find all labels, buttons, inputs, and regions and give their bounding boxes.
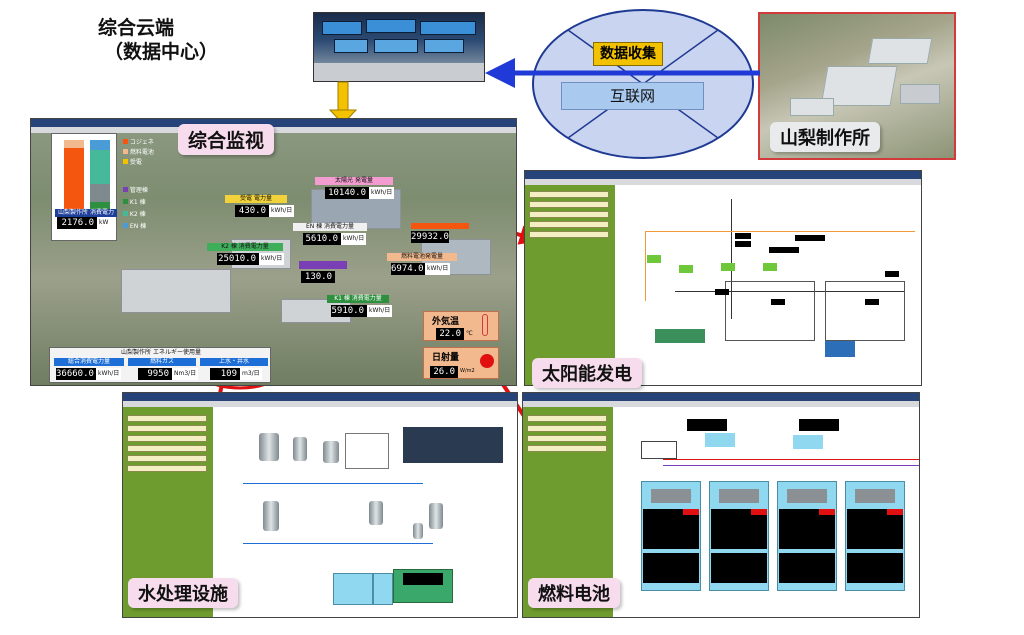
- k2-unit: kWh/日: [259, 253, 285, 265]
- energy-water-value: 109: [210, 368, 240, 380]
- en-label: EN 棟 消費電力量: [293, 223, 367, 231]
- outside-temp-label: 外気温: [432, 317, 460, 327]
- outside-temp-value: 22.0: [436, 328, 464, 340]
- k1-label: K1 棟 消費電力量: [327, 295, 389, 303]
- integrated-monitoring-label: 综合监视: [178, 124, 275, 155]
- outside-temp-panel: 外気温 22.0 ℃: [423, 311, 499, 341]
- integrated-monitor-screen: コジェネ 燃料電池 受電 管理棟 K1 棟 K2 棟 EN 棟 山梨製作所 消費…: [30, 118, 517, 386]
- legend-item: 受電: [129, 159, 142, 166]
- energy-power-unit: kWh/日: [96, 368, 122, 380]
- solar-screen: [524, 170, 922, 386]
- energy-gas-unit: Nm3/日: [172, 368, 199, 380]
- water-label-tag: 水处理设施: [128, 578, 238, 608]
- energy-water-label: 上水・井水: [200, 358, 268, 366]
- received-label: 受電 電力量: [225, 195, 287, 203]
- fuel-value: 6974.0: [391, 263, 425, 275]
- fuel-label: 燃料電池発電量: [387, 253, 457, 261]
- fuel-unit: kWh/日: [425, 263, 451, 275]
- legend-item: 燃料電池: [129, 149, 154, 156]
- chart-legend: コジェネ 燃料電池 受電 管理棟 K1 棟 K2 棟 EN 棟: [123, 139, 183, 239]
- energy-title: 山梨製作所 エネルギー使用量: [121, 349, 201, 356]
- solar-label-tag: 太阳能发电: [532, 358, 642, 388]
- cogen-value: 29932.0: [411, 231, 449, 243]
- internet-label: 互联网: [561, 82, 704, 110]
- solar-label: 太陽光 発電量: [315, 177, 393, 185]
- energy-gas-label: 燃料ガス: [128, 358, 196, 366]
- yellow-arrow: [328, 81, 358, 125]
- energy-usage-panel: 山梨製作所 エネルギー使用量 総合消費電力量 36660.0 kWh/日 燃料ガ…: [49, 347, 271, 383]
- irradiance-panel: 日射量 26.0 W/m2: [423, 347, 499, 379]
- received-value: 430.0: [235, 205, 269, 217]
- total-value: 2176.0: [57, 217, 97, 229]
- cloud-title: 综合云端 （数据中心）: [98, 16, 218, 64]
- solar-unit: kWh/日: [369, 187, 395, 199]
- legend-item: K2 棟: [129, 211, 146, 218]
- k1-unit: kWh/日: [367, 305, 393, 317]
- sun-icon: [480, 354, 494, 368]
- energy-power-value: 36660.0: [56, 368, 96, 380]
- k2-value: 25010.0: [217, 253, 259, 265]
- en-unit: kWh/日: [341, 233, 367, 245]
- fuel-cell-label-tag: 燃料电池: [528, 578, 620, 608]
- total-label: 山梨製作所 消費電力: [55, 209, 117, 217]
- legend-item: K1 棟: [129, 199, 146, 206]
- irradiance-unit: W/m2: [460, 368, 475, 374]
- cloud-title-line1: 综合云端: [98, 17, 175, 39]
- legend-item: コジェネ: [129, 139, 154, 146]
- solar-value: 10140.0: [325, 187, 369, 199]
- received-unit: kWh/日: [269, 205, 295, 217]
- outside-temp-unit: ℃: [466, 330, 473, 337]
- energy-power-label: 総合消費電力量: [54, 358, 124, 366]
- irradiance-label: 日射量: [432, 353, 460, 363]
- total-unit: kW: [97, 217, 111, 229]
- thermometer-icon: [482, 314, 488, 336]
- energy-water-unit: m3/日: [240, 368, 262, 380]
- factory-label: 山梨制作所: [770, 122, 880, 152]
- k2-label: K2 棟 消費電力量: [207, 243, 283, 251]
- en-value: 5610.0: [303, 233, 341, 245]
- energy-gas-value: 9950: [138, 368, 172, 380]
- datacenter-photo: [313, 12, 485, 82]
- data-collection-label: 数据收集: [593, 42, 663, 66]
- legend-item: EN 棟: [129, 223, 147, 230]
- cloud-title-line2: （数据中心）: [104, 41, 219, 63]
- k1-value: 5910.0: [331, 305, 367, 317]
- legend-item: 管理棟: [129, 187, 148, 194]
- irradiance-value: 26.0: [430, 366, 458, 378]
- admin-value: 130.0: [301, 271, 335, 283]
